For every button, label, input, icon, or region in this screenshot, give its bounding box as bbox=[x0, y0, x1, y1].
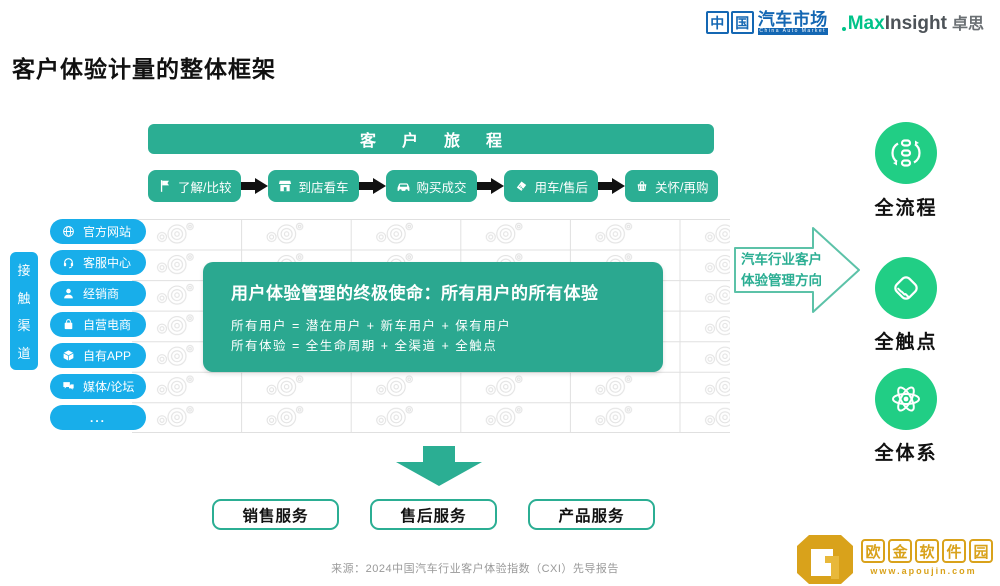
mission-title: 用户体验管理的终极使命：所有用户的所有体验 bbox=[231, 284, 599, 303]
logo-square-guo: 国 bbox=[730, 11, 754, 34]
source-note: 来源：2024中国汽车行业客户体验指数（CXI）先导报告 bbox=[331, 563, 619, 575]
channel-label: 自营电商 bbox=[83, 318, 132, 332]
watermark-brand: 欧 金 软 件 园 bbox=[861, 539, 993, 563]
direction-line1: 汽车行业客户 bbox=[741, 252, 822, 267]
pillar-label-system: 全体系 bbox=[874, 443, 938, 464]
channel-media-forum: 媒体/论坛 bbox=[50, 374, 146, 399]
channel-label: 媒体/论坛 bbox=[83, 380, 135, 394]
basket-icon bbox=[637, 180, 647, 191]
box-icon bbox=[63, 350, 74, 361]
watermark-url: www.apoujin.com bbox=[870, 566, 977, 576]
journey-step-visit: 到店看车 bbox=[268, 170, 359, 202]
journey-header-label: 客户旅程 bbox=[359, 133, 528, 150]
person-icon bbox=[64, 288, 73, 299]
vlabel-char: 道 bbox=[17, 345, 31, 361]
journey-step-label: 了解/比较 bbox=[178, 180, 232, 195]
vlabel-char: 接 bbox=[17, 263, 31, 279]
channel-more: ... bbox=[50, 405, 146, 430]
channel-label: 经销商 bbox=[83, 287, 120, 301]
watermark-char: 件 bbox=[942, 539, 966, 563]
china-auto-market-logo: 中 国 汽车市场 China Auto Market bbox=[705, 9, 828, 35]
chat-icon bbox=[63, 382, 74, 390]
pillar-label-touchpoint: 全触点 bbox=[874, 332, 938, 353]
channel-ecommerce: 自营电商 bbox=[50, 312, 146, 337]
direction-arrow-text: 汽车行业客户 体验管理方向 bbox=[741, 250, 849, 292]
watermark-char: 软 bbox=[915, 539, 939, 563]
headset-icon bbox=[63, 258, 74, 269]
page-title: 客户体验计量的整体框架 bbox=[12, 56, 276, 82]
handshake-icon bbox=[516, 181, 526, 191]
max-logo-green: Max bbox=[847, 13, 885, 34]
touch-channels-vertical-label: 接 触 渠 道 bbox=[10, 252, 38, 370]
globe-icon bbox=[63, 226, 74, 237]
channel-label: 自有APP bbox=[83, 349, 132, 363]
direction-arrow-shape bbox=[734, 227, 860, 313]
journey-header-bar: 客户旅程 bbox=[148, 124, 714, 154]
pillar-circle-process bbox=[875, 122, 937, 184]
max-logo-suffix: 卓思 bbox=[951, 16, 984, 33]
bag-icon bbox=[64, 319, 73, 330]
journey-steps-row: 了解/比较 到店看车 购买成交 用车/售后 bbox=[148, 170, 719, 202]
service-box-aftersales: 售后服务 bbox=[370, 499, 497, 530]
flow-arrow-icon bbox=[598, 178, 625, 194]
pillar-circle-system bbox=[875, 368, 937, 430]
cam-logo-name: 汽车市场 bbox=[757, 9, 828, 29]
watermark-char: 园 bbox=[969, 539, 993, 563]
journey-step-label: 到店看车 bbox=[298, 180, 349, 195]
pillar-circle-touchpoint bbox=[875, 257, 937, 319]
logo-square-zhong: 中 bbox=[705, 11, 729, 34]
flow-arrow-icon bbox=[241, 178, 269, 194]
channel-app: 自有APP bbox=[50, 343, 146, 368]
watermark-char: 欧 bbox=[861, 539, 885, 563]
store-icon bbox=[279, 180, 292, 192]
pillar-label-process: 全流程 bbox=[874, 198, 938, 219]
handshake-icon bbox=[894, 276, 918, 300]
mission-line-experience: 所有体验 = 全生命周期 + 全渠道 + 全触点 bbox=[231, 339, 498, 353]
flow-arrow-icon bbox=[476, 178, 504, 194]
flow-arrow-icon bbox=[358, 178, 386, 194]
watermark-logo-icon bbox=[797, 535, 853, 584]
journey-step-label: 关怀/再购 bbox=[655, 180, 709, 195]
journey-step-aftersales: 用车/售后 bbox=[503, 170, 598, 202]
watermark-char: 金 bbox=[888, 539, 912, 563]
journey-step-label: 购买成交 bbox=[416, 180, 467, 195]
maxinsight-logo: Max Insight 卓思 bbox=[841, 10, 984, 35]
service-box-product: 产品服务 bbox=[528, 499, 655, 530]
direction-line2: 体验管理方向 bbox=[741, 272, 822, 288]
channel-label: 客服中心 bbox=[83, 256, 132, 270]
header-logos: 中 国 汽车市场 China Auto Market Max Insight 卓… bbox=[705, 9, 984, 35]
journey-step-purchase: 购买成交 bbox=[385, 170, 477, 202]
car-icon bbox=[397, 182, 409, 192]
process-icon bbox=[891, 139, 921, 167]
mission-line-users: 所有用户 = 潜在用户 + 新车用户 + 保有用户 bbox=[231, 319, 512, 333]
max-logo-gray: Insight bbox=[884, 13, 947, 34]
flag-icon bbox=[160, 180, 169, 192]
journey-step-repurchase: 关怀/再购 bbox=[625, 170, 719, 202]
down-arrow-icon bbox=[396, 446, 482, 486]
channel-label: 官方网站 bbox=[83, 225, 132, 239]
max-dot-icon bbox=[841, 27, 846, 31]
cam-logo-subtitle: China Auto Market bbox=[757, 27, 828, 35]
channel-official-website: 官方网站 bbox=[50, 219, 146, 244]
journey-step-label: 用车/售后 bbox=[534, 180, 588, 195]
channel-dealer: 经销商 bbox=[50, 281, 146, 306]
vlabel-char: 渠 bbox=[17, 318, 31, 334]
channel-service-center: 客服中心 bbox=[50, 250, 146, 275]
journey-step-compare: 了解/比较 bbox=[148, 170, 242, 202]
vlabel-char: 触 bbox=[17, 290, 31, 306]
service-box-sales: 销售服务 bbox=[212, 499, 339, 530]
channel-label: ... bbox=[89, 410, 106, 425]
atom-icon bbox=[892, 386, 920, 412]
mission-box: 用户体验管理的终极使命：所有用户的所有体验 所有用户 = 潜在用户 + 新车用户… bbox=[203, 262, 663, 372]
